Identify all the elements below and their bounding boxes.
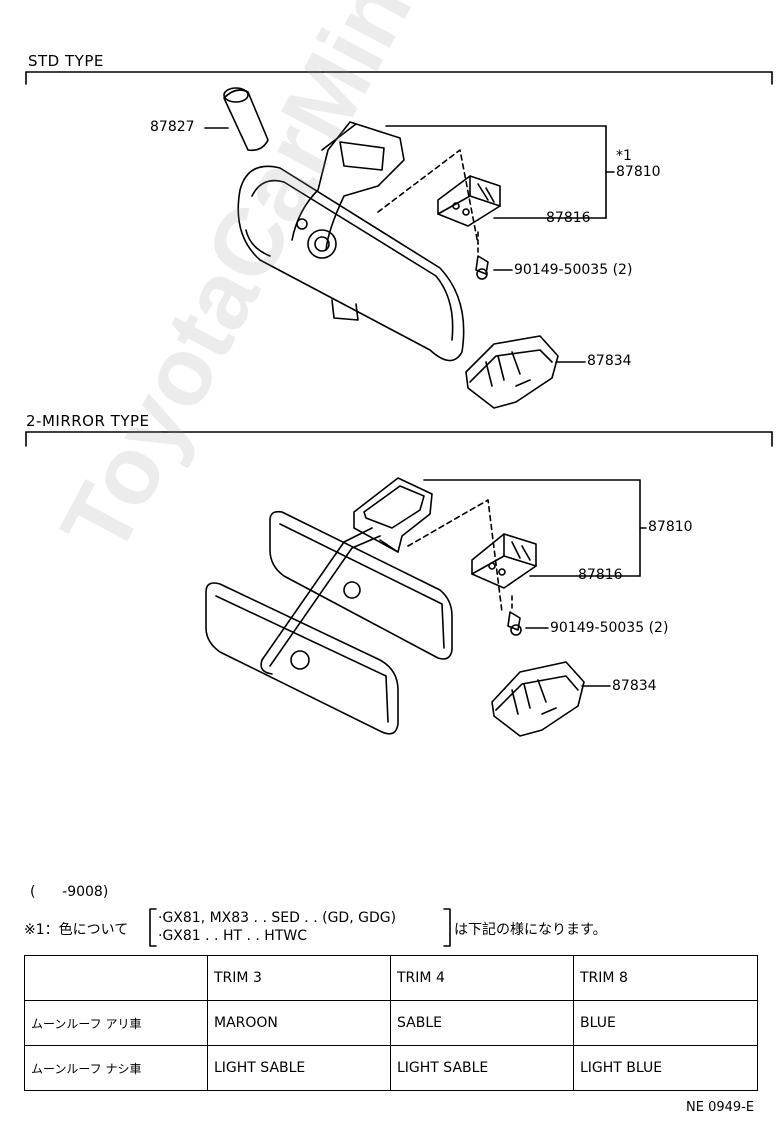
table-header-cell: TRIM 3 [207, 955, 391, 1001]
table-cell: MAROON [207, 1000, 391, 1046]
two-mirror-type-title: 2-MIRROR TYPE [26, 412, 150, 430]
two-mirror-screw-drawing [507, 611, 522, 636]
std-part-87810: 87810 [616, 164, 661, 180]
color-note-line-2: ·GX81 . . HT . . HTWC [158, 928, 307, 944]
table-cell: LIGHT SABLE [207, 1045, 391, 1091]
std-section-frame [25, 71, 773, 85]
table-header-cell: TRIM 8 [573, 955, 758, 1001]
two-mirror-part-87816: 87816 [578, 567, 623, 583]
trim-color-table: TRIM 3 TRIM 4 TRIM 8 ムーンルーフ アリ車 MAROON S… [24, 955, 758, 1091]
table-header-cell: TRIM 4 [390, 955, 574, 1001]
two-mirror-part-87810: 87810 [648, 519, 693, 535]
std-screw-drawing [475, 255, 489, 280]
two-mirror-leader-lines [423, 479, 647, 687]
table-cell: LIGHT SABLE [390, 1045, 574, 1091]
table-row: ムーンルーフ ナシ車 LIGHT SABLE LIGHT SABLE LIGHT… [24, 1045, 758, 1091]
two-mirror-part-90149: 90149-50035 (2) [550, 620, 669, 636]
bulb-87827-drawing [223, 87, 269, 152]
date-range-note: ( -9008) [30, 884, 109, 900]
std-star-mark: *1 [616, 148, 632, 164]
table-cell: ムーンルーフ アリ車 [24, 1000, 208, 1046]
table-row: ムーンルーフ アリ車 MAROON SABLE BLUE [24, 1000, 758, 1046]
front-mirror-drawing [205, 582, 399, 735]
std-part-90149: 90149-50035 (2) [514, 262, 633, 278]
rear-mirror-drawing [269, 510, 453, 660]
two-mirror-bracket-drawing [471, 533, 537, 611]
note-brackets [149, 908, 451, 947]
std-mirror-drawing [237, 121, 479, 362]
std-part-87834: 87834 [587, 353, 632, 369]
table-cell: SABLE [390, 1000, 574, 1046]
std-part-87816: 87816 [546, 210, 591, 226]
std-part-87827: 87827 [150, 119, 195, 135]
two-mirror-section-frame [25, 431, 773, 447]
table-cell: ムーンルーフ ナシ車 [24, 1045, 208, 1091]
two-mirror-cover-drawing [491, 661, 585, 737]
color-note-label: ※1：色について [24, 922, 129, 938]
std-bracket-87816-drawing [437, 175, 501, 253]
table-header-cell [24, 955, 208, 1001]
two-mirror-stay-drawing [260, 477, 503, 675]
color-note-suffix: は下記の様になります。 [454, 922, 607, 938]
two-mirror-part-87834: 87834 [612, 678, 657, 694]
drawing-code: NE 0949-E [686, 1100, 755, 1115]
std-leader-lines [204, 125, 615, 363]
std-type-title: STD TYPE [28, 52, 104, 70]
table-header-row: TRIM 3 TRIM 4 TRIM 8 [24, 955, 758, 1001]
table-cell: BLUE [573, 1000, 758, 1046]
color-note-line-1: ·GX81, MX83 . . SED . . (GD, GDG) [158, 910, 397, 926]
table-cell: LIGHT BLUE [573, 1045, 758, 1091]
std-cover-87834-drawing [465, 335, 559, 409]
